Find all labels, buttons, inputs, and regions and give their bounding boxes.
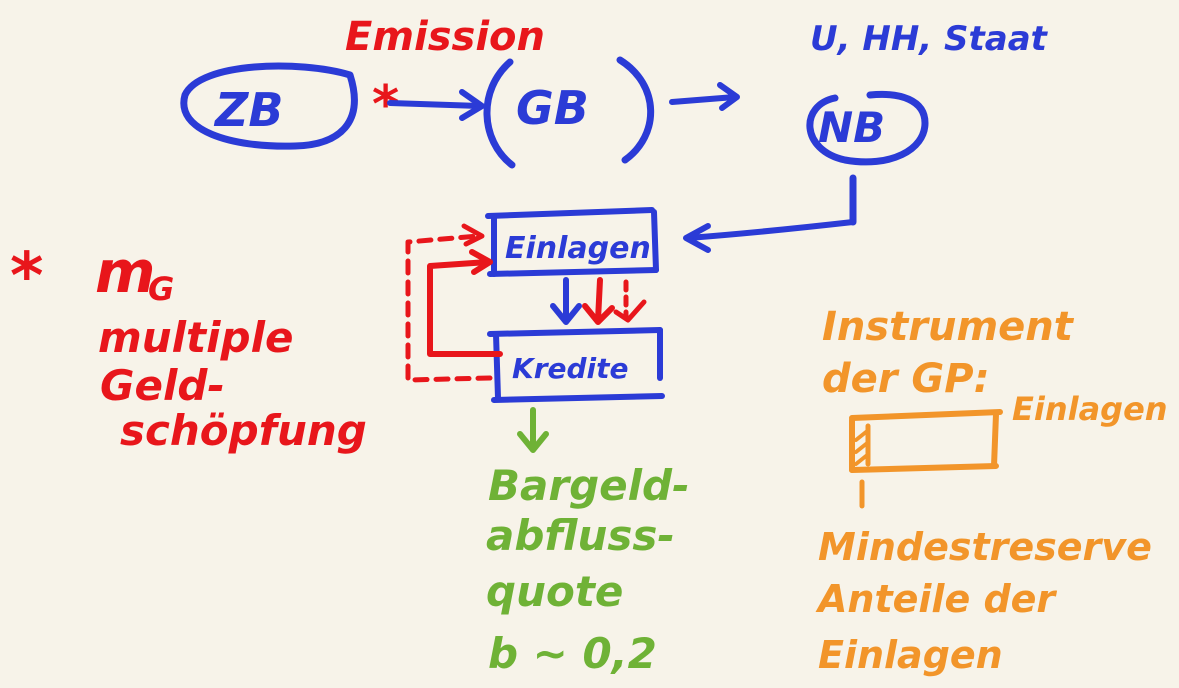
emission-label: Emission — [345, 14, 545, 60]
einlagen-box: Einlagen — [485, 207, 659, 277]
gb-label: GB — [516, 81, 589, 135]
green-line-3: quote — [486, 567, 623, 616]
arrow-nb-to-einlagen — [683, 174, 857, 253]
nb-description: U, HH, Staat — [810, 19, 1049, 59]
left-note: * m G multiple Geld- schöpfung — [10, 238, 367, 455]
arrow-kredite-to-bargeld — [517, 407, 549, 453]
orange-note: Instrument der GP: Einlagen Mindestreser… — [815, 304, 1168, 677]
einlagen-label: Einlagen — [505, 231, 651, 266]
green-line-2: abfluss- — [486, 511, 675, 560]
left-line-3: schöpfung — [120, 406, 367, 455]
orange-line-4: Anteile der — [815, 577, 1057, 621]
zb-label: ZB — [213, 83, 283, 137]
kredite-label: Kredite — [512, 352, 629, 385]
zb-node: ZB — [180, 62, 358, 150]
orange-line-2: der GP: — [822, 356, 990, 402]
arrow-gb-to-nb — [669, 82, 740, 111]
left-line-2: Geld- — [100, 361, 225, 410]
orange-line-1: Instrument — [822, 304, 1075, 350]
orange-line-3: Mindestreserve — [818, 525, 1152, 569]
left-line-1: multiple — [98, 313, 293, 362]
red-feedback-loops — [405, 223, 503, 383]
m-subscript: G — [148, 270, 174, 308]
green-note: Bargeld- abfluss- quote b ~ 0,2 — [486, 461, 690, 678]
green-line-1: Bargeld- — [488, 461, 690, 510]
orange-line-5: Einlagen — [818, 633, 1003, 677]
nb-label: NB — [818, 103, 885, 152]
kredite-box: Kredite — [487, 327, 665, 403]
arrow-zb-to-gb — [387, 89, 485, 121]
left-asterisk: * — [10, 240, 43, 314]
einlagen-to-kredite-arrows — [550, 277, 647, 325]
m-symbol: m — [95, 238, 155, 306]
gb-node: GB — [483, 56, 655, 169]
green-line-4: b ~ 0,2 — [488, 629, 657, 678]
reserve-box — [849, 409, 1003, 473]
nb-node: NB — [806, 90, 929, 166]
orange-box-label: Einlagen — [1012, 390, 1168, 428]
